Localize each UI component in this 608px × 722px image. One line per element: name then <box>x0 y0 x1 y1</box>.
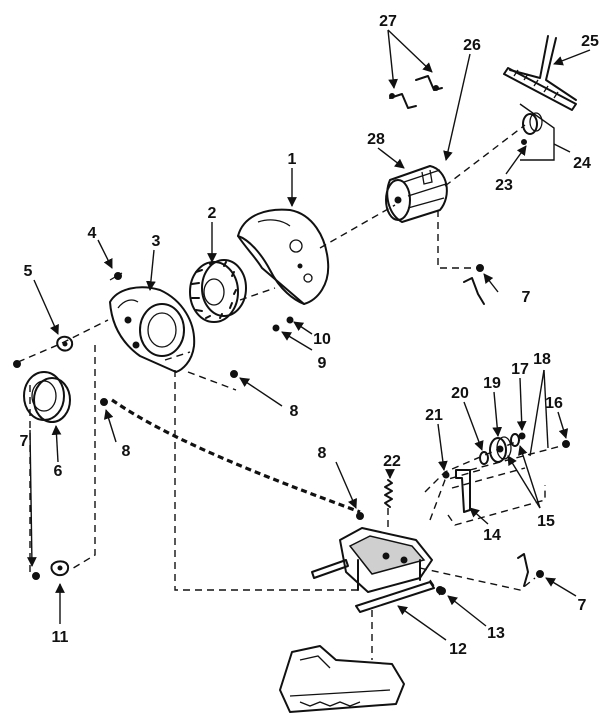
callout-28: 28 <box>367 131 385 148</box>
bottom-plate <box>279 645 405 713</box>
callout-8-middle: 8 <box>290 403 299 420</box>
callout-7-left: 7 <box>20 433 29 450</box>
bracket-part-14 <box>455 469 471 513</box>
callout-9: 9 <box>318 355 327 372</box>
callout-6: 6 <box>54 463 63 480</box>
callout-7-upper-right: 7 <box>522 289 531 306</box>
bearing-ring <box>23 371 71 423</box>
front-bulkhead <box>109 286 196 373</box>
idler-pulley-assembly <box>442 432 570 479</box>
callout-2: 2 <box>208 205 217 222</box>
callout-24: 24 <box>573 155 591 172</box>
motor-base <box>311 527 435 613</box>
drive-belt <box>503 35 577 111</box>
callout-17: 17 <box>511 361 529 378</box>
clip-part-11 <box>50 560 70 577</box>
callout-21: 21 <box>425 407 443 424</box>
spring-part-22 <box>384 479 393 508</box>
callout-25: 25 <box>581 33 599 50</box>
callout-20: 20 <box>451 385 469 402</box>
callout-8-left: 8 <box>122 443 131 460</box>
blower-housing <box>237 208 330 305</box>
callout-27: 27 <box>379 13 397 30</box>
callout-18: 18 <box>533 351 551 368</box>
callout-19: 19 <box>483 375 501 392</box>
callout-1: 1 <box>288 151 297 168</box>
drive-motor <box>385 165 448 223</box>
screw-part-4 <box>109 272 123 281</box>
callout-labels: 1 2 3 4 5 6 7 7 7 8 8 8 9 10 11 12 13 14… <box>20 13 599 658</box>
callout-16: 16 <box>545 395 563 412</box>
callout-22: 22 <box>383 453 401 470</box>
blower-wheel <box>189 259 247 323</box>
callout-11: 11 <box>52 629 69 646</box>
clip-part-5 <box>56 335 74 352</box>
callout-5: 5 <box>24 263 33 280</box>
callout-10: 10 <box>313 331 331 348</box>
callout-26: 26 <box>463 37 481 54</box>
leader-lines <box>26 29 591 641</box>
callout-12: 12 <box>449 641 467 658</box>
callout-15: 15 <box>537 513 555 530</box>
motor-clip <box>463 277 529 587</box>
callout-7-lower-right: 7 <box>578 597 587 614</box>
motor-pulley <box>521 112 543 145</box>
nut-part-13 <box>438 587 446 595</box>
callout-3: 3 <box>152 233 161 250</box>
callout-4: 4 <box>88 225 97 242</box>
callout-13: 13 <box>487 625 505 642</box>
callout-14: 14 <box>483 527 501 544</box>
callout-8-lower: 8 <box>318 445 327 462</box>
motor-clamps <box>389 75 443 109</box>
fasteners <box>13 264 544 594</box>
callout-23: 23 <box>495 177 513 194</box>
